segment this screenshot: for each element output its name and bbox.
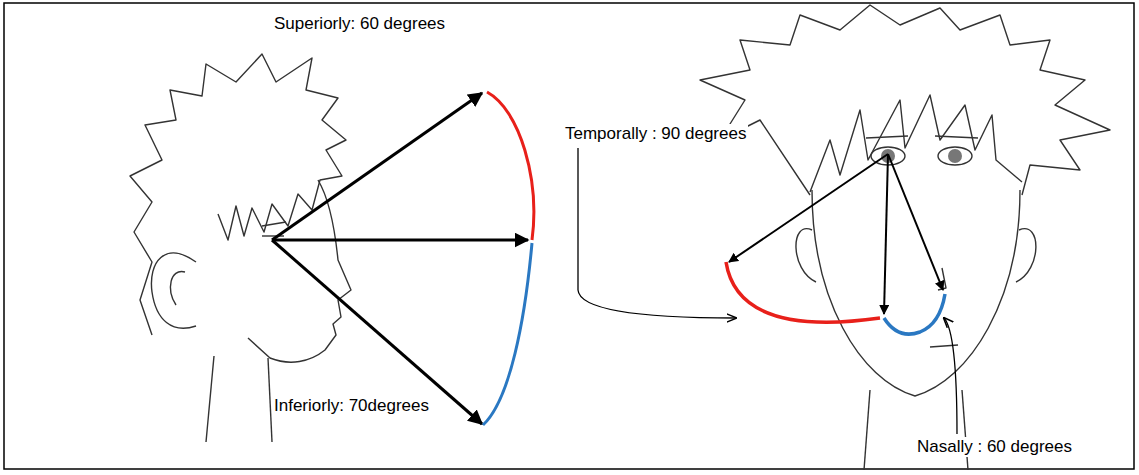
leader-line: [578, 148, 736, 318]
nasal-arrow: [888, 154, 943, 290]
profile-head: [130, 54, 351, 442]
superior-arc: [487, 92, 534, 240]
temporal-arrow: [729, 154, 888, 262]
straight-arrow: [272, 239, 528, 242]
inferior-arrow: [272, 240, 482, 424]
direction-label: Superiorly: 60 degrees: [272, 14, 447, 34]
temporal-arc: [726, 262, 880, 322]
direction-label: Inferiorly: 70degrees: [272, 396, 431, 416]
direction-label: Temporally : 90 degrees: [563, 124, 748, 144]
superior-arrow: [272, 93, 482, 240]
frame: [4, 3, 1134, 469]
front-head: [700, 5, 1110, 470]
nasal-arc: [884, 294, 945, 334]
leader-line: [944, 318, 957, 434]
down-arrow: [884, 154, 888, 314]
inferior-arc: [483, 243, 532, 425]
iris: [948, 149, 962, 163]
direction-label: Nasally : 60 degrees: [915, 437, 1074, 457]
